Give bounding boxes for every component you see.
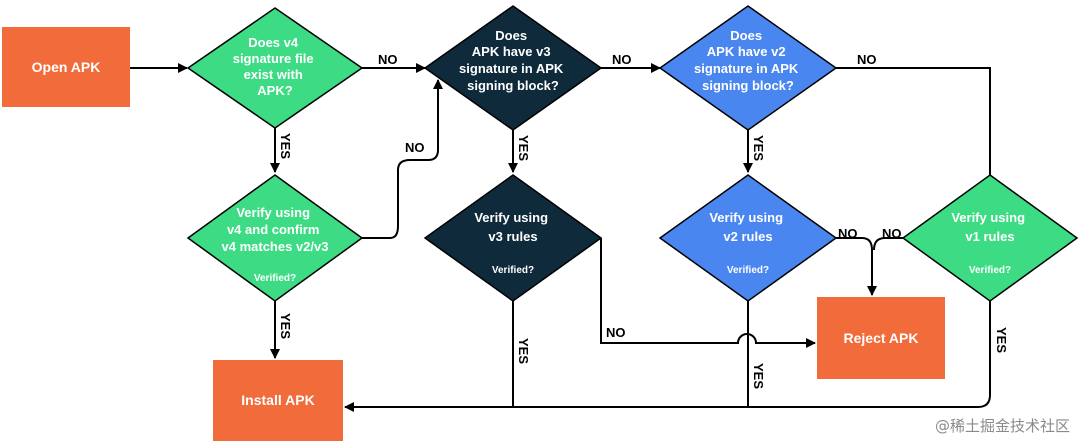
edge-verifyv3-no [600, 238, 816, 348]
verify-v3-sub: Verified? [492, 265, 534, 276]
connectors [130, 63, 991, 412]
label-verifyv2-yes: YES [751, 363, 766, 389]
verify-v2-label: Verify using v2 rules [709, 210, 786, 244]
v4-exists-label: Does v4 signature file exist with APK? [233, 35, 318, 98]
edge-verifyv1-no [873, 237, 905, 251]
reject-apk-label: Reject APK [844, 330, 919, 346]
verify-v3-label: Verify using v3 rules [474, 210, 551, 244]
label-v2-no: NO [857, 52, 877, 67]
edge-verifyv1-yes [344, 300, 991, 412]
v3-block-diamond [423, 5, 603, 131]
reject-apk-box [817, 297, 945, 379]
node-v4-exists: Does v4 signature file exist with APK? [186, 7, 364, 129]
label-verifyv4-no: NO [405, 140, 425, 155]
node-verify-v1: Verify using v1 rules Verified? [901, 174, 1079, 302]
node-open-apk: Open APK [2, 27, 130, 107]
node-v2-block: Does APK have v2 signature in APK signin… [658, 5, 838, 131]
node-reject-apk: Reject APK [817, 297, 945, 379]
label-verifyv1-no: NO [882, 226, 902, 241]
verify-v1-label: Verify using v1 rules [951, 210, 1028, 244]
verify-v4-diamond [186, 174, 364, 302]
label-verifyv3-no: NO [606, 325, 626, 340]
edge-verifyv2-no [836, 237, 877, 296]
node-verify-v4: Verify using v4 and confirm v4 matches v… [186, 174, 364, 302]
verify-v1-diamond [901, 174, 1079, 302]
verify-v2-sub: Verified? [727, 265, 769, 276]
label-verifyv4-yes: YES [278, 313, 293, 339]
label-verifyv2-no: NO [838, 226, 858, 241]
install-apk-label: Install APK [241, 392, 314, 408]
verify-v4-sub: Verified? [254, 273, 296, 284]
verify-v3-diamond [423, 174, 603, 302]
open-apk-label: Open APK [32, 59, 101, 75]
verify-v1-sub: Verified? [969, 265, 1011, 276]
v2-block-label: Does APK have v2 signature in APK signin… [694, 28, 802, 93]
node-install-apk: Install APK [213, 360, 343, 441]
v4-exists-diamond [186, 7, 364, 129]
verify-v4-label: Verify using v4 and confirm v4 matches v… [222, 205, 329, 254]
v3-block-label: Does APK have v3 signature in APK signin… [459, 28, 567, 93]
edge-v2-no [835, 67, 991, 175]
label-verifyv3-yes: YES [516, 338, 531, 364]
node-v3-block: Does APK have v3 signature in APK signin… [423, 5, 603, 131]
label-v4-no: NO [378, 52, 398, 67]
node-verify-v3: Verify using v3 rules Verified? [423, 174, 603, 302]
edge-labels: YES NO NO YES YES NO YES NO YES NO YES N… [278, 52, 1009, 389]
v2-block-diamond [658, 5, 838, 131]
watermark: @稀土掘金技术社区 [934, 417, 1070, 435]
label-v2-yes: YES [751, 135, 766, 161]
label-v3-no: NO [612, 52, 632, 67]
verify-v2-diamond [658, 174, 838, 302]
node-verify-v2: Verify using v2 rules Verified? [658, 174, 838, 302]
install-apk-box [213, 360, 343, 441]
edge-verifyv4-no [362, 79, 443, 239]
label-v3-yes: YES [516, 135, 531, 161]
open-apk-box [2, 27, 130, 107]
label-v4-yes: YES [278, 133, 293, 159]
label-verifyv1-yes: YES [994, 327, 1009, 353]
